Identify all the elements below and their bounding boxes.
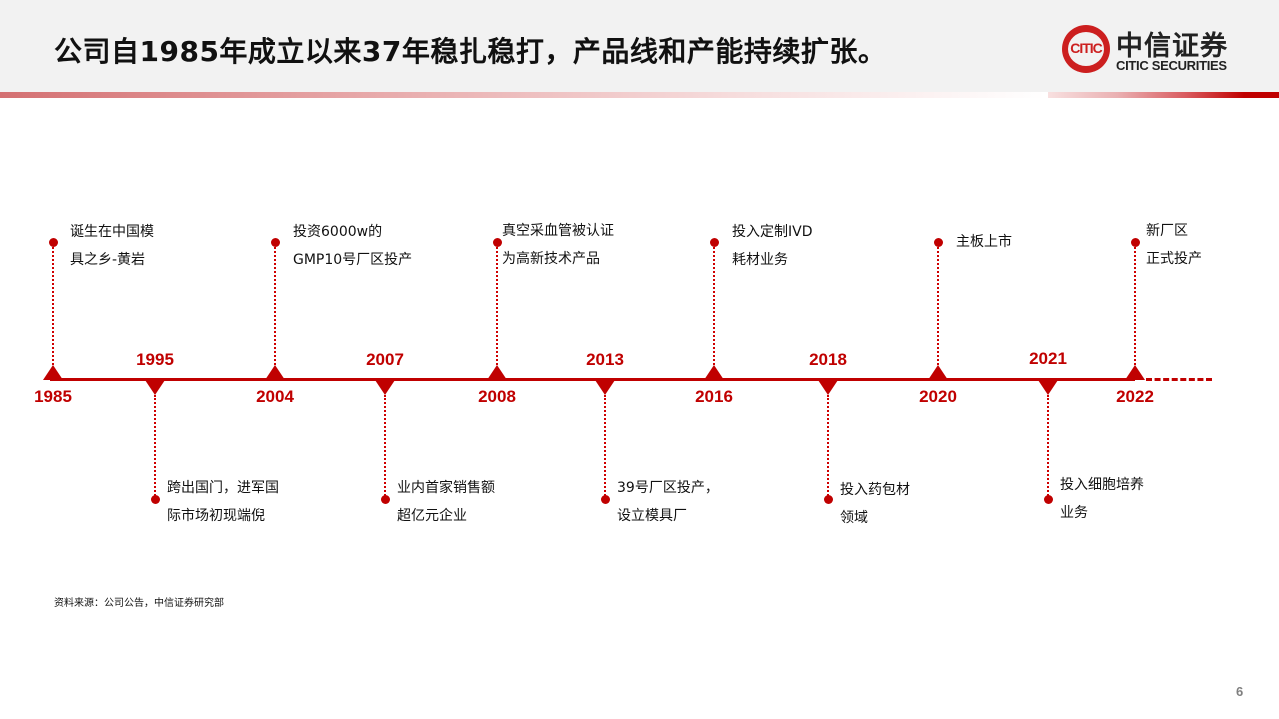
description-line: 业内首家销售额 xyxy=(397,480,495,496)
timeline-year: 2020 xyxy=(919,387,957,406)
timeline-connector xyxy=(937,242,939,365)
timeline-year: 2013 xyxy=(586,350,624,369)
triangle-down-icon xyxy=(1038,380,1058,395)
timeline-description: 真空采血管被认证为高新技术产品 xyxy=(502,217,614,273)
timeline-description: 主板上市 xyxy=(956,228,1012,256)
triangle-down-icon xyxy=(145,380,165,395)
timeline-year: 2021 xyxy=(1029,349,1067,368)
timeline-dot-icon xyxy=(1130,237,1140,247)
triangle-up-icon xyxy=(1125,365,1145,380)
timeline-description: 39号厂区投产， 设立模具厂 xyxy=(617,474,719,530)
timeline-dot-icon xyxy=(1043,494,1053,504)
timeline-year: 2022 xyxy=(1116,387,1154,406)
description-line: 真空采血管被认证 xyxy=(502,223,614,239)
description-line: 设立模具厂 xyxy=(617,508,687,524)
timeline-connector xyxy=(827,395,829,499)
timeline-dot-icon xyxy=(933,237,943,247)
timeline-connector xyxy=(604,395,606,499)
timeline-year: 1995 xyxy=(136,350,174,369)
timeline-connector xyxy=(713,242,715,365)
description-line: 投入定制IVD xyxy=(732,224,813,240)
timeline-year: 1985 xyxy=(34,387,72,406)
timeline-description: 投资6000w的 GMP10号厂区投产 xyxy=(293,218,412,274)
triangle-up-icon xyxy=(487,365,507,380)
timeline-description: 跨出国门，进军国际市场初现端倪 xyxy=(167,474,279,530)
description-line: 诞生在中国模 xyxy=(70,224,154,240)
timeline-axis xyxy=(50,378,1135,381)
header-accent-bar xyxy=(0,92,1279,98)
triangle-up-icon xyxy=(265,365,285,380)
timeline-dot-icon xyxy=(380,494,390,504)
timeline-connector xyxy=(274,242,276,365)
timeline-description: 业内首家销售额超亿元企业 xyxy=(397,474,495,530)
timeline-year: 2018 xyxy=(809,350,847,369)
timeline-connector xyxy=(154,395,156,499)
timeline-connector xyxy=(384,395,386,499)
description-line: 投资6000w的 xyxy=(293,224,383,240)
description-line: 为高新技术产品 xyxy=(502,251,600,267)
timeline-year: 2016 xyxy=(695,387,733,406)
description-line: 业务 xyxy=(1060,505,1088,521)
timeline-dot-icon xyxy=(48,237,58,247)
description-line: 领域 xyxy=(840,510,868,526)
timeline-description: 投入药包材领域 xyxy=(840,476,910,532)
triangle-down-icon xyxy=(818,380,838,395)
timeline-connector xyxy=(1134,242,1136,365)
timeline-description: 新厂区正式投产 xyxy=(1146,217,1202,273)
description-line: 主板上市 xyxy=(956,234,1012,250)
description-line: 新厂区 xyxy=(1146,223,1188,239)
timeline-connector xyxy=(1047,395,1049,499)
timeline-dot-icon xyxy=(270,237,280,247)
timeline-year: 2004 xyxy=(256,387,294,406)
description-line: 际市场初现端倪 xyxy=(167,508,265,524)
triangle-up-icon xyxy=(43,365,63,380)
triangle-down-icon xyxy=(375,380,395,395)
timeline-connector xyxy=(52,242,54,365)
description-line: 投入细胞培养 xyxy=(1060,477,1144,493)
logo-name-en: CITIC SECURITIES xyxy=(1116,58,1227,73)
timeline-dot-icon xyxy=(600,494,610,504)
source-note: 资料来源：公司公告，中信证券研究部 xyxy=(54,598,224,609)
description-line: 耗材业务 xyxy=(732,252,788,268)
description-line: 具之乡-黄岩 xyxy=(70,252,146,268)
timeline-dot-icon xyxy=(492,237,502,247)
page-title: 公司自1985年成立以来37年稳扎稳打，产品线和产能持续扩张。 xyxy=(54,35,887,68)
citic-logo: CITIC 中信证券 CITIC SECURITIES xyxy=(1062,24,1242,76)
timeline-dot-icon xyxy=(823,494,833,504)
description-line: 跨出国门，进军国 xyxy=(167,480,279,496)
citic-logo-icon: CITIC xyxy=(1062,25,1110,73)
header-bar: 公司自1985年成立以来37年稳扎稳打，产品线和产能持续扩张。 CITIC 中信… xyxy=(0,0,1279,92)
triangle-up-icon xyxy=(704,365,724,380)
timeline-axis-future-dashed xyxy=(1146,378,1212,381)
description-line: 39号厂区投产， xyxy=(617,480,719,496)
timeline-description: 投入定制IVD 耗材业务 xyxy=(732,218,813,274)
page-number: 6 xyxy=(1236,684,1244,699)
timeline-dot-icon xyxy=(150,494,160,504)
timeline-connector xyxy=(496,242,498,365)
timeline-year: 2008 xyxy=(478,387,516,406)
triangle-up-icon xyxy=(928,365,948,380)
description-line: 投入药包材 xyxy=(840,482,910,498)
description-line: 超亿元企业 xyxy=(397,508,467,524)
timeline-description: 诞生在中国模具之乡-黄岩 xyxy=(70,218,154,274)
logo-name-cn: 中信证券 xyxy=(1116,31,1228,62)
triangle-down-icon xyxy=(595,380,615,395)
timeline-year: 2007 xyxy=(366,350,404,369)
timeline-description: 投入细胞培养业务 xyxy=(1060,471,1144,527)
description-line: 正式投产 xyxy=(1146,251,1202,267)
timeline-dot-icon xyxy=(709,237,719,247)
description-line: GMP10号厂区投产 xyxy=(293,252,413,268)
